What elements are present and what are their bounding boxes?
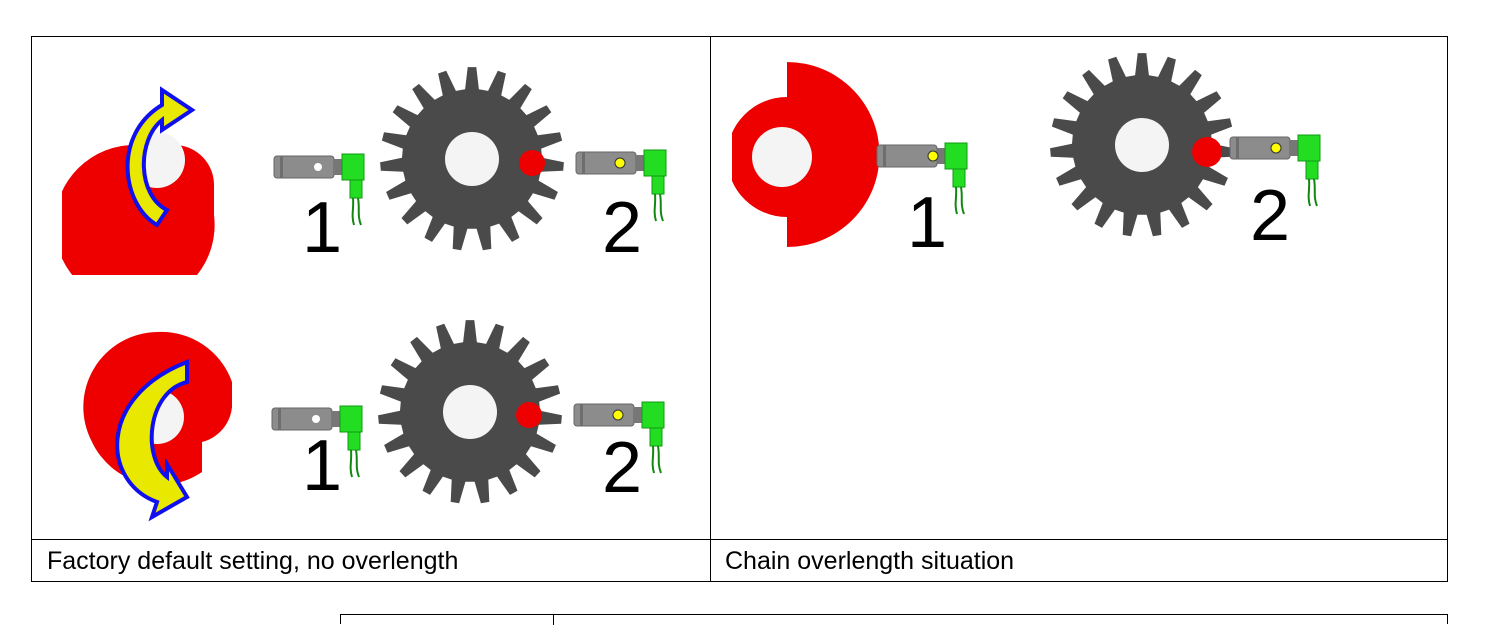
sprocket-gear-icon	[1050, 53, 1234, 237]
target-dot	[516, 402, 542, 428]
sprocket-gear-icon	[380, 67, 564, 251]
sprocket-hub	[443, 385, 497, 439]
overlength-figure: 1 2	[732, 53, 1321, 262]
sensor-2-label: 2	[602, 428, 642, 508]
sensor-1-label: 1	[302, 188, 342, 268]
default-setting-figure-bottom: 1 2	[83, 320, 665, 522]
default-setting-figure-top: 1 2	[62, 67, 667, 275]
sensor-1-icon	[876, 142, 968, 215]
sensor-2-icon	[573, 401, 665, 474]
sprocket-hub	[1115, 118, 1169, 172]
sensor-1-label: 1	[302, 426, 342, 506]
rotation-arrow-icon	[115, 359, 190, 522]
table-column-divider	[710, 37, 711, 581]
next-table-top	[340, 614, 1448, 625]
next-table-divider	[553, 615, 554, 625]
sensor-2-icon	[1229, 134, 1321, 207]
table-row-divider	[32, 539, 1447, 540]
sensor-1-icon	[271, 405, 363, 478]
sensor-2-label: 2	[602, 188, 642, 268]
target-dot	[1192, 137, 1222, 167]
sensor-2-icon	[575, 149, 667, 222]
sensor-1-icon	[273, 153, 365, 226]
caption-default-setting: Factory default setting, no overlength	[47, 547, 459, 575]
sensor-1-label: 1	[907, 183, 947, 262]
target-dot	[519, 150, 545, 176]
sprocket-hub	[445, 132, 499, 186]
rotation-arrow-icon	[125, 86, 196, 228]
sensor-2-label: 2	[1250, 176, 1290, 256]
sprocket-gear-icon	[378, 320, 562, 504]
figure-table: 1 2 1 2	[31, 36, 1448, 582]
cam-wheel	[732, 62, 880, 247]
caption-overlength: Chain overlength situation	[725, 547, 1015, 575]
